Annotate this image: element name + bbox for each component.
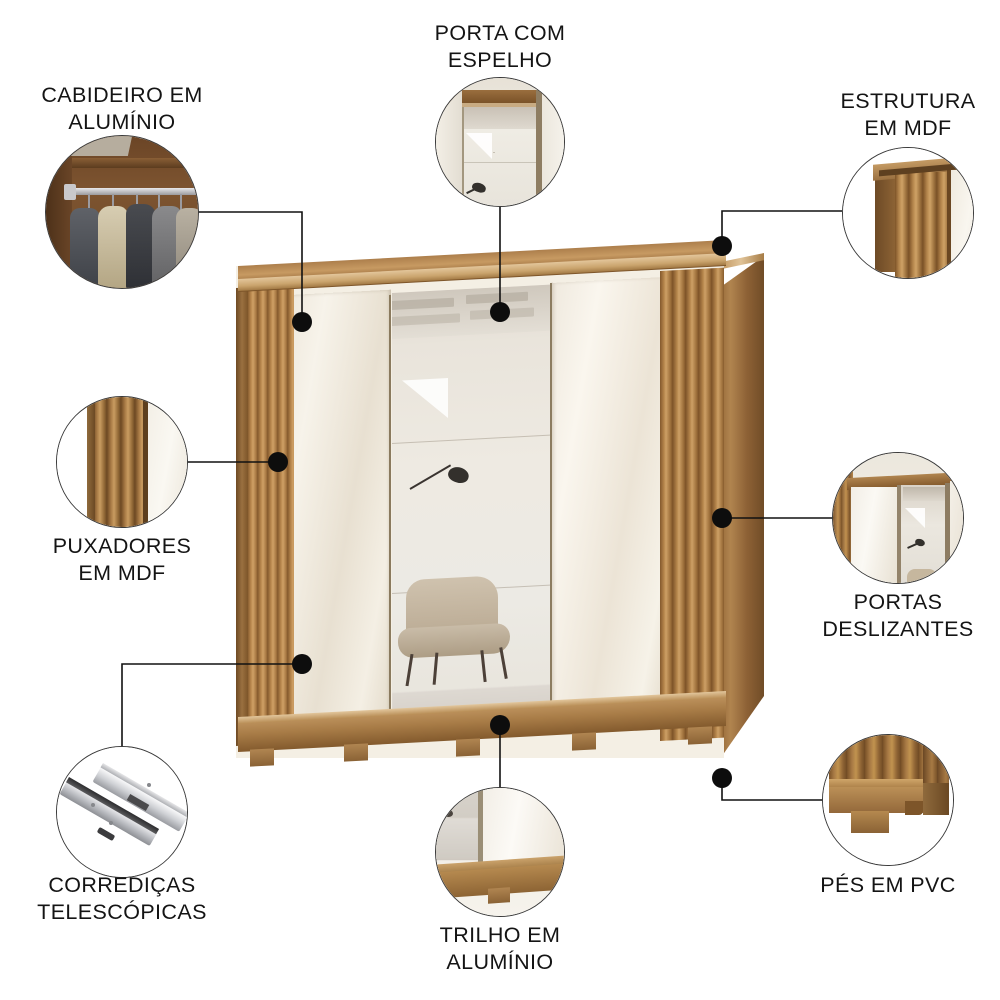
callout-circle-estrutura-mdf[interactable] [842,147,974,279]
wardrobe-right-side-panel [722,256,764,756]
mirror-wall-line [392,434,552,444]
callout-circle-cabideiro[interactable] [45,135,199,289]
callout-label-corredicas: CORREDIÇAS TELESCÓPICAS [37,873,207,924]
anchor-dot-estrutura-mdf[interactable] [712,236,732,256]
wardrobe-foot [344,743,368,762]
anchor-dot-pes-pvc[interactable] [712,768,732,788]
mdf-handle-photo [57,397,187,527]
callout-circle-porta-com-espelho[interactable] [435,77,565,207]
armchair-leg [432,652,439,685]
wardrobe-foot [688,726,712,745]
wardrobe-right-door-panel [552,277,664,735]
wardrobe-mirror-panel [392,284,552,741]
callout-label-porta-com-espelho: PORTA COM ESPELHO [434,21,566,72]
mdf-structure-photo [843,148,973,278]
wardrobe-foot [250,748,274,767]
callout-label-trilho: TRILHO EM ALUMÍNIO [439,923,561,974]
callout-circle-corredicas[interactable] [56,746,188,878]
wardrobe-right-slatted-frame [660,267,724,741]
callout-circle-portas-deslizantes[interactable] [832,452,964,584]
callout-label-pes-pvc: PÉS EM PVC [820,873,956,897]
mirror-lamp-head [446,464,471,486]
product-image-wardrobe [236,233,766,793]
pvc-feet-photo [823,735,953,865]
callout-label-portas-deslizantes: PORTAS DESLIZANTES [822,590,974,641]
armchair-seat [398,622,510,659]
wardrobe-left-outer-edge [236,287,248,746]
mirror-light-ray [402,378,448,421]
callout-label-puxadores-mdf: PUXADORES EM MDF [52,534,192,585]
callout-circle-puxadores-mdf[interactable] [56,396,188,528]
clothes-rail-photo [46,136,198,288]
wardrobe-foot [456,738,480,757]
anchor-dot-portas-deslizantes[interactable] [712,508,732,528]
armchair-leg [480,650,487,683]
anchor-dot-cabideiro[interactable] [292,312,312,332]
wardrobe-foot [572,732,596,751]
anchor-dot-puxadores-mdf[interactable] [268,452,288,472]
sliding-doors-photo [833,453,963,583]
mirror-door-photo [436,78,564,206]
armchair-leg [405,653,414,687]
mirror-lamp-arm [409,464,452,490]
armchair-leg [499,647,508,680]
callout-label-estrutura-mdf: ESTRUTURA EM MDF [840,89,976,140]
anchor-dot-trilho[interactable] [490,715,510,735]
telescopic-slide-photo [57,747,187,877]
anchor-dot-porta-com-espelho[interactable] [490,302,510,322]
anchor-dot-corredicas[interactable] [292,654,312,674]
callout-label-cabideiro: CABIDEIRO EM ALUMÍNIO [41,83,203,134]
mirror-armchair [398,574,516,690]
callout-circle-pes-pvc[interactable] [822,734,954,866]
callout-circle-trilho[interactable] [435,787,565,917]
wardrobe-left-door-edge [389,294,391,739]
aluminium-rail-photo [436,788,564,916]
